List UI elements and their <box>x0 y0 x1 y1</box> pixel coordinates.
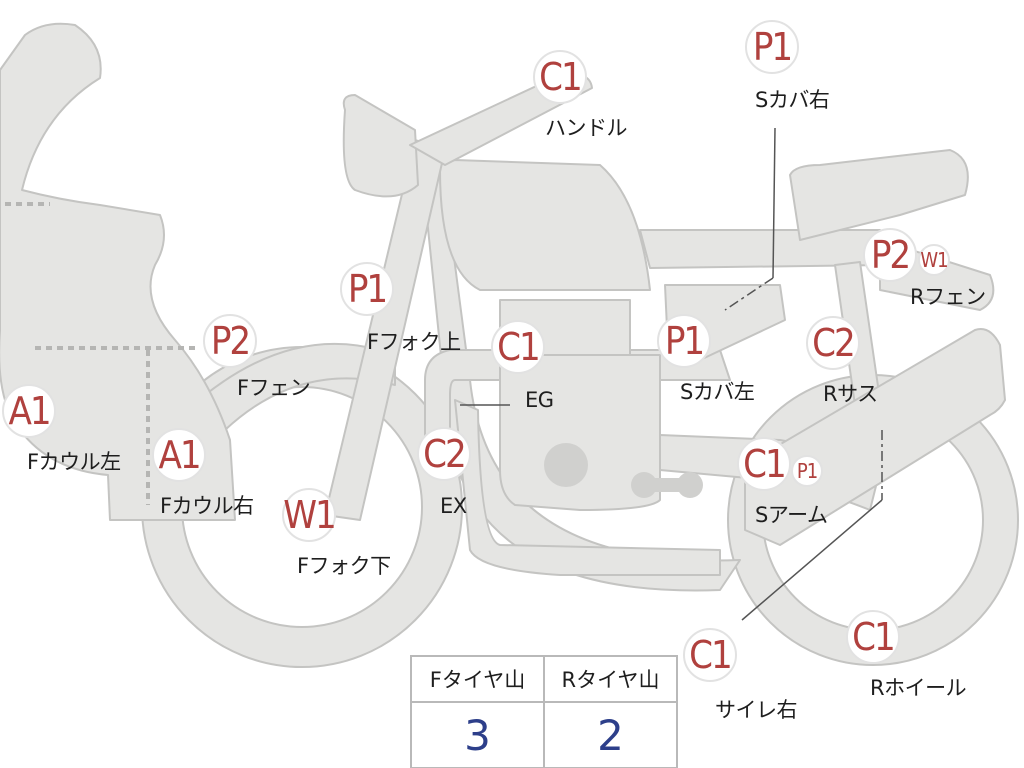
front-seat <box>639 229 886 269</box>
exhaust-lower <box>454 399 721 576</box>
leader-scover-right-d <box>724 277 774 311</box>
ffork-upper-code-badge: P1 <box>340 262 394 316</box>
silencer <box>744 328 1006 546</box>
engine-case <box>499 354 661 511</box>
ffender-code-badge: P2 <box>203 314 257 368</box>
rwheel-code-badge: C1 <box>846 610 900 664</box>
fcowl-right-code-badge: A1 <box>152 428 206 482</box>
rear-tread-header: Rタイヤ山 <box>543 655 678 703</box>
ffork-lower-label: Fフォク下 <box>297 554 391 578</box>
rsus-label: Rサス <box>823 382 878 406</box>
ffork-upper-label: Fフォク上 <box>367 330 461 354</box>
fcowl-left-label: Fカウル左 <box>27 450 121 474</box>
rear-tread-value: 2 <box>543 701 678 768</box>
fuel-tank <box>439 159 651 291</box>
sarm-sub-code-badge: P1 <box>791 455 823 487</box>
fcowl-left-code-badge: A1 <box>2 384 56 438</box>
rear-seat <box>789 149 969 241</box>
leader-scover-right-v <box>772 127 776 279</box>
ffender-label: Fフェン <box>237 376 311 400</box>
rfender-sub-code-badge: W1 <box>918 244 950 276</box>
engine-label: EG <box>525 388 554 412</box>
headlight <box>342 94 419 198</box>
front-tread-header: Fタイヤ山 <box>410 655 545 703</box>
scover-right-label: Sカバ右 <box>755 88 830 112</box>
handle-code-badge: C1 <box>533 50 587 104</box>
handle-label: ハンドル <box>545 116 628 140</box>
tire-tread-table: Fタイヤ山 Rタイヤ山 3 2 <box>410 655 678 768</box>
scover-left-label: Sカバ左 <box>680 380 755 404</box>
ffork-lower-code-badge: W1 <box>282 488 337 542</box>
sarm-label: Sアーム <box>755 503 828 527</box>
exhaust-label: EX <box>440 494 467 518</box>
front-cowl <box>0 22 236 521</box>
silencer-right-label: サイレ右 <box>715 698 798 722</box>
front-tread-value: 3 <box>410 701 545 768</box>
engine-code-badge: C1 <box>491 320 545 374</box>
fcowl-right-label: Fカウル右 <box>160 494 254 518</box>
rsus-code-badge: C2 <box>806 316 860 370</box>
rwheel-label: Rホイール <box>870 676 967 700</box>
rfender-code-badge: P2 <box>863 228 917 282</box>
silencer-right-code-badge: C1 <box>683 628 737 682</box>
rfender-label: Rフェン <box>910 285 986 309</box>
scover-left-code-badge: P1 <box>657 314 711 368</box>
sarm-code-badge: C1 <box>737 437 791 491</box>
engine-cover-circle <box>544 443 588 487</box>
exhaust-code-badge: C2 <box>417 427 471 481</box>
scover-right-code-badge: P1 <box>745 20 799 74</box>
leader-silencer-d <box>741 499 883 621</box>
